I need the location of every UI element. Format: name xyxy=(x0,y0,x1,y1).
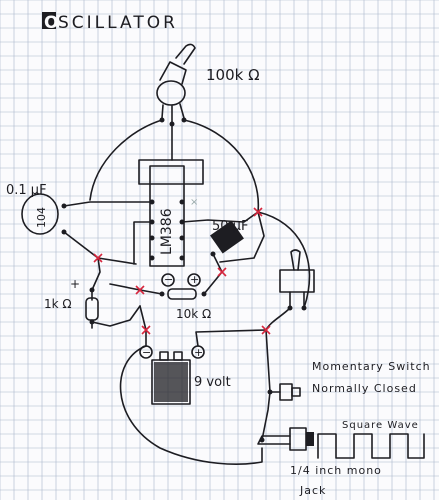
switch-label-line1: Momentary Switch xyxy=(312,360,431,373)
toggle-body xyxy=(279,269,315,293)
cut-mark xyxy=(93,253,103,263)
battery-body xyxy=(151,359,191,405)
battery-label: 9 volt xyxy=(194,375,231,390)
r10k-neg-circle xyxy=(161,273,175,287)
battery-neg-mark: − xyxy=(142,346,151,359)
capacitor-50uf: 50 μF xyxy=(210,219,248,257)
cut-marks xyxy=(93,207,271,335)
ic-lm386: LM386 × xyxy=(138,159,204,267)
r10k-neg-mark: − xyxy=(164,273,173,286)
toggle-lever xyxy=(290,249,301,271)
pot-knob xyxy=(175,43,196,65)
page-title: SCILLATOR xyxy=(58,13,178,33)
wire-toggle-right xyxy=(257,211,311,309)
title-initial-block xyxy=(42,12,56,29)
potentiometer: 100k Ω xyxy=(156,43,260,127)
cap-104-body xyxy=(21,193,59,235)
title: O SCILLATOR xyxy=(42,12,178,33)
wire-switch-jack xyxy=(261,391,271,441)
r1k-pos-mark: + xyxy=(70,277,80,291)
pot-label: 100k Ω xyxy=(206,66,260,84)
momentary-switch: Momentary Switch Normally Closed xyxy=(267,360,431,401)
title-initial: O xyxy=(44,13,58,33)
wave-label: Square Wave xyxy=(342,420,419,431)
wire-pot-right xyxy=(183,119,260,213)
battery-terminal-neg xyxy=(159,351,169,361)
ic-pin-4 xyxy=(149,255,155,261)
pot-body xyxy=(156,80,186,106)
ic-pin-3 xyxy=(149,235,155,241)
cut-mark xyxy=(217,267,227,277)
ic-body xyxy=(149,165,185,267)
r10k-label: 10k Ω xyxy=(176,307,211,321)
ic-unused-pin-mark: × xyxy=(190,197,198,208)
resistor-10k: 10k Ω − + xyxy=(159,273,211,321)
cap-104-body-label: 104 xyxy=(35,207,48,228)
pot-shaft xyxy=(159,61,187,85)
r1k-body xyxy=(85,297,99,321)
battery-shading xyxy=(154,362,188,402)
battery-9v: − + 9 volt xyxy=(139,345,231,405)
r10k-body xyxy=(167,288,197,300)
capacitor-104: 104 0.1 μF xyxy=(6,183,67,235)
cap-50-label: 50 μF xyxy=(212,219,248,234)
jack-barrel xyxy=(306,432,314,446)
cut-mark xyxy=(141,325,151,335)
resistor-1k: 1k Ω + xyxy=(44,277,99,329)
battery-pos-mark: + xyxy=(194,346,203,359)
jack-label-line2: Jack xyxy=(299,484,326,497)
jack-body xyxy=(289,427,307,451)
cut-mark xyxy=(261,325,271,335)
wire-cap104-ic xyxy=(63,201,153,207)
mono-jack: 1/4 inch mono Jack xyxy=(257,427,382,497)
wire-r1k-top xyxy=(91,257,101,291)
pot-pin-3 xyxy=(179,103,185,119)
wire-jack-ground xyxy=(119,345,263,465)
jack-label-line1: 1/4 inch mono xyxy=(290,464,382,477)
toggle-switch xyxy=(279,249,315,311)
wire-pot-left xyxy=(89,119,163,201)
switch-label-line2: Normally Closed xyxy=(312,382,417,395)
ic-pin-6 xyxy=(179,235,185,241)
r10k-pos-mark: + xyxy=(190,273,199,286)
pot-pin-1 xyxy=(161,104,164,119)
ic-pin-8 xyxy=(179,199,185,205)
r1k-label: 1k Ω xyxy=(44,297,72,311)
cap-104-label: 0.1 μF xyxy=(6,183,47,198)
cut-mark xyxy=(135,285,145,295)
ic-top-outline xyxy=(138,159,204,185)
r10k-pos-circle xyxy=(187,273,201,287)
wires xyxy=(63,119,311,465)
cut-mark xyxy=(253,207,263,217)
wire-r1k-bottom xyxy=(91,305,141,327)
wire-ic-pin2 xyxy=(133,221,153,265)
ic-pin-5 xyxy=(179,255,185,261)
ic-label: LM386 xyxy=(159,208,175,255)
square-wave: Square Wave xyxy=(317,420,425,459)
wire-battery-pos xyxy=(195,329,271,393)
momentary-button xyxy=(291,387,301,397)
battery-terminal-pos xyxy=(173,351,183,361)
cap-50-body xyxy=(210,220,244,254)
wave-trace xyxy=(317,433,425,459)
